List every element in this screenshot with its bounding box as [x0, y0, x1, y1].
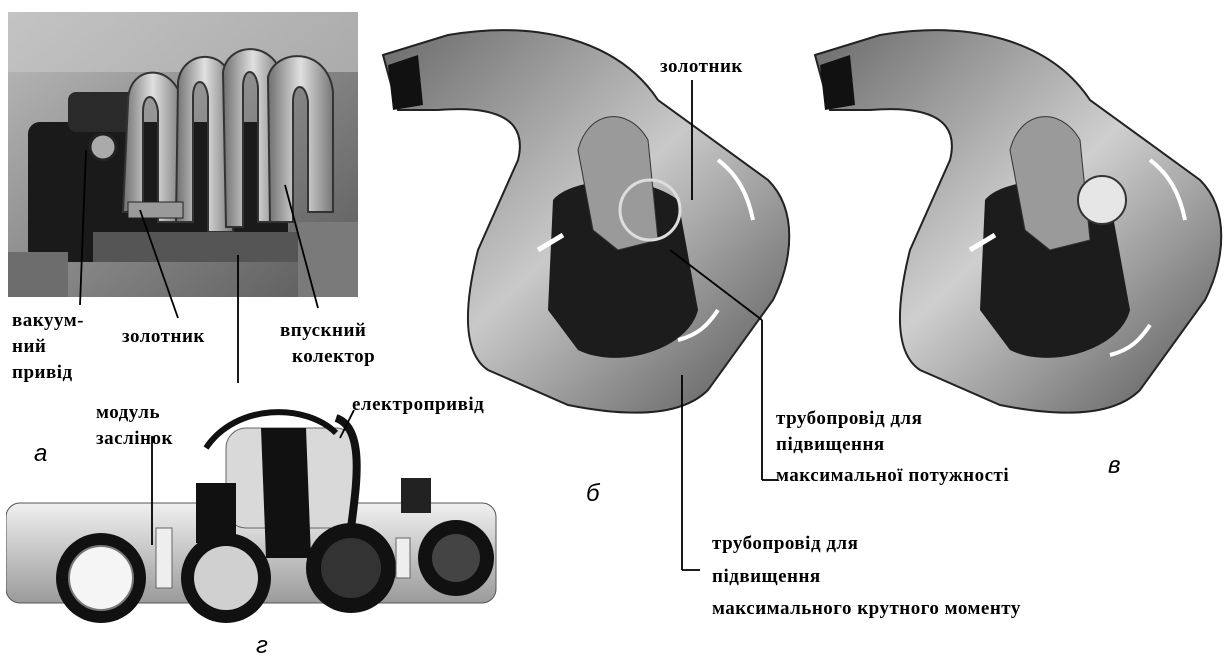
label-spool-b: золотник: [660, 56, 743, 78]
label-vacuum-line1: вакуум-: [12, 310, 84, 332]
figure-letter-g: г: [256, 632, 268, 660]
label-torque-line2: підвищення: [712, 566, 821, 588]
figure-letter-b: б: [586, 480, 600, 508]
label-power-line3: максимальної потужності: [776, 465, 1009, 487]
label-torque-line3: максимального крутного моменту: [712, 598, 1021, 620]
label-module-line2: заслінок: [96, 428, 173, 450]
label-spool-a: золотник: [122, 326, 205, 348]
label-torque-line1: трубопровід для: [712, 533, 858, 555]
label-module-line1: модуль: [96, 402, 160, 424]
label-manifold-line2: колектор: [292, 346, 375, 368]
panel-v-intake-cutaway: [810, 10, 1230, 420]
figure-letter-v: в: [1108, 452, 1121, 480]
label-manifold-line1: впускний: [280, 320, 366, 342]
panel-b-leader-lines: [600, 70, 800, 590]
label-vacuum-line2: ний: [12, 336, 46, 358]
label-power-line2: підвищення: [776, 434, 885, 456]
